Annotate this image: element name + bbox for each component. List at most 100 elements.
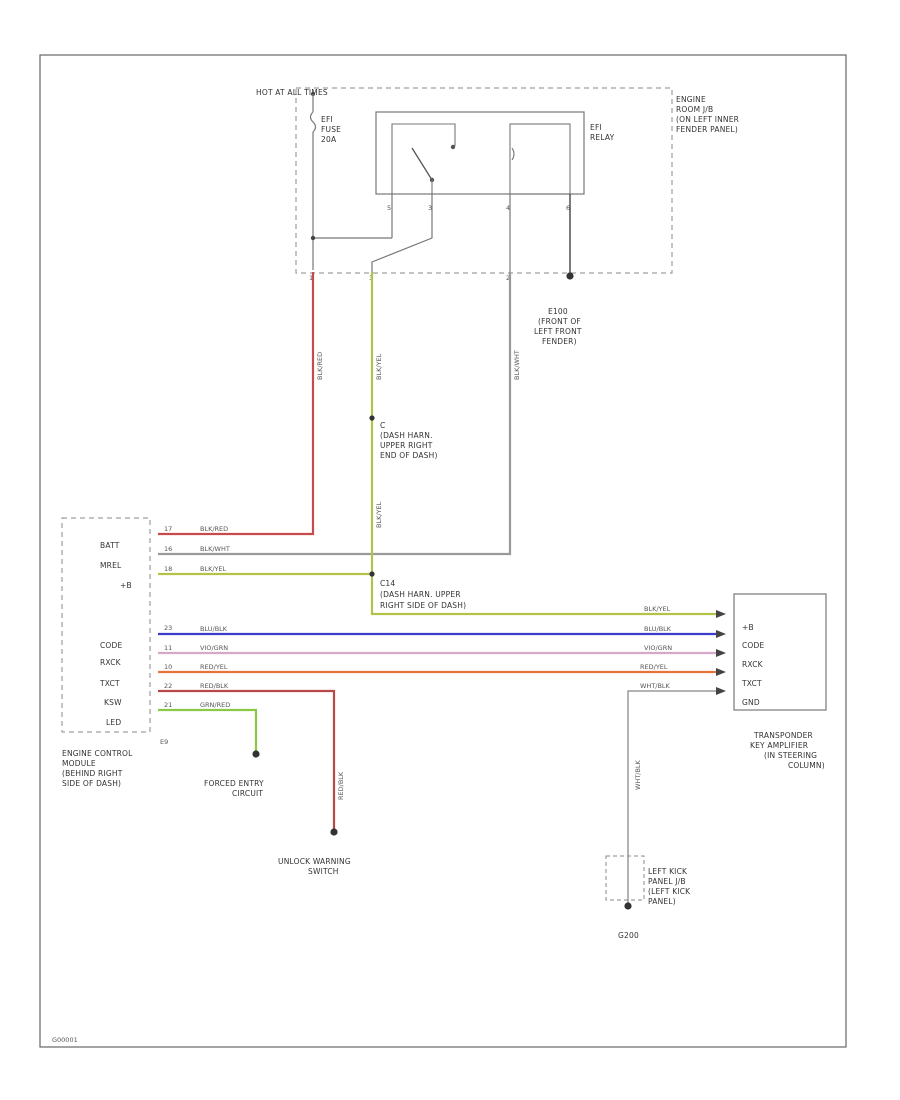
pin-number: 4 bbox=[506, 204, 510, 212]
wire-color-label: BLK/RED bbox=[316, 352, 324, 380]
ecm-pin-code: CODE bbox=[100, 641, 123, 650]
figure-id: G00001 bbox=[52, 1036, 78, 1044]
relay-switch-wire bbox=[391, 123, 456, 194]
pin-number: 3 bbox=[428, 204, 432, 212]
efi-relay-label: RELAY bbox=[590, 133, 615, 142]
forced-entry-label: FORCED ENTRY bbox=[204, 779, 264, 788]
ecm-pin-mrel: MREL bbox=[100, 561, 122, 570]
wire-color-label: BLK/RED bbox=[200, 525, 228, 533]
wire-color-label: BLK/YEL bbox=[375, 353, 383, 380]
pin-number: 2 bbox=[506, 274, 510, 282]
transponder-label: KEY AMPLIFIER bbox=[750, 741, 808, 750]
splice-c-location: UPPER RIGHT bbox=[380, 441, 433, 450]
transponder-pin-gnd: GND bbox=[742, 698, 760, 707]
ecm-pin-led: LED bbox=[106, 718, 121, 727]
ecm-label: MODULE bbox=[62, 759, 96, 768]
ground-g200-label: G200 bbox=[618, 931, 639, 940]
transponder-connector-arrows bbox=[716, 610, 726, 695]
ecm-connector-id: E9 bbox=[160, 738, 168, 746]
efi-fuse-label: EFI bbox=[321, 115, 333, 124]
transponder-pin-txct: TXCT bbox=[741, 679, 762, 688]
efi-fuse-label: FUSE bbox=[321, 125, 341, 134]
pin-number: 6 bbox=[566, 204, 570, 212]
splice-c14-location: (DASH HARN. UPPER bbox=[380, 590, 461, 599]
transponder-box bbox=[733, 593, 827, 711]
ecm-pin-txct: TXCT bbox=[99, 679, 120, 688]
ground-e100-location: LEFT FRONT bbox=[534, 327, 582, 336]
relay-contact bbox=[450, 144, 456, 150]
left-kick-jb-label: PANEL J/B bbox=[648, 877, 686, 886]
transponder-pin-b: +B bbox=[742, 623, 754, 632]
ground-e100-icon bbox=[566, 272, 574, 280]
diagram-frame bbox=[39, 54, 847, 1048]
ecm-pin-batt: BATT bbox=[100, 541, 120, 550]
wire-color-label: BLK/WHT bbox=[513, 350, 521, 380]
wire-color-label: BLU/BLK bbox=[644, 625, 672, 633]
engine-room-jb-location: FENDER PANEL) bbox=[676, 125, 738, 134]
ground-e100-location: (FRONT OF bbox=[538, 317, 581, 326]
transponder-pin-code: CODE bbox=[742, 641, 765, 650]
wire-color-label: BLK/YEL bbox=[375, 501, 383, 528]
wire-color-label: BLK/YEL bbox=[200, 565, 227, 573]
engine-room-jb-location: (ON LEFT INNER bbox=[676, 115, 739, 124]
pin-number: 1 bbox=[309, 274, 313, 282]
pin-number: 22 bbox=[164, 682, 172, 690]
splice-c14-node bbox=[369, 571, 375, 577]
pin-number: 21 bbox=[164, 701, 172, 709]
ground-g200-icon bbox=[624, 902, 632, 910]
wire-color-label: VIO/GRN bbox=[200, 644, 228, 652]
hot-at-all-times-label: HOT AT ALL TIMES bbox=[256, 88, 328, 97]
splice-c-id: C bbox=[380, 421, 385, 430]
ecm-label: ENGINE CONTROL bbox=[62, 749, 133, 758]
b-wire-transponder bbox=[370, 574, 716, 616]
batt-wire bbox=[158, 272, 315, 536]
engine-room-jb-box bbox=[295, 87, 673, 274]
gnd-wire bbox=[627, 690, 716, 906]
splice-c-location: (DASH HARN. bbox=[380, 431, 433, 440]
ecm-location: (BEHIND RIGHT bbox=[62, 769, 123, 778]
left-kick-jb-location: (LEFT KICK bbox=[648, 887, 691, 896]
pin-number: 18 bbox=[164, 565, 172, 573]
ground-e100-label: E100 bbox=[548, 307, 568, 316]
relay-switch-arm bbox=[411, 147, 433, 181]
transponder-location: COLUMN) bbox=[788, 761, 825, 770]
led-wire bbox=[158, 708, 258, 752]
efi-relay-box bbox=[375, 111, 585, 195]
efi-fuse-symbol bbox=[309, 111, 317, 133]
splice-c-location: END OF DASH) bbox=[380, 451, 438, 460]
wire-color-label: RED/YEL bbox=[640, 663, 668, 671]
ground-e100-location: FENDER) bbox=[542, 337, 577, 346]
engine-room-jb-label: ROOM J/B bbox=[676, 105, 713, 114]
ecm-pin-ksw: KSW bbox=[104, 698, 122, 707]
splice-c14-location: RIGHT SIDE OF DASH) bbox=[380, 601, 466, 610]
unlock-warning-label: UNLOCK WARNING bbox=[278, 857, 351, 866]
ecm-location: SIDE OF DASH) bbox=[62, 779, 121, 788]
wire-color-label: GRN/RED bbox=[200, 701, 230, 709]
relay-coil-symbol bbox=[511, 147, 515, 161]
pin-number: 17 bbox=[164, 525, 172, 533]
left-kick-jb-label: LEFT KICK bbox=[648, 867, 688, 876]
transponder-label: TRANSPONDER bbox=[753, 731, 813, 740]
engine-room-jb-label: ENGINE bbox=[676, 95, 706, 104]
mrel-wire bbox=[158, 272, 512, 556]
transponder-location: (IN STEERING bbox=[764, 751, 817, 760]
pin-number: 23 bbox=[164, 624, 172, 632]
efi-fuse-rating: 20A bbox=[321, 135, 337, 144]
wire-color-label: BLK/YEL bbox=[644, 605, 671, 613]
ksw-wire bbox=[158, 689, 336, 830]
ecm-box bbox=[61, 517, 151, 733]
b-wire-main bbox=[158, 272, 374, 576]
ecm-pin-rxck: RXCK bbox=[100, 658, 122, 667]
ecm-pin-b: +B bbox=[120, 581, 132, 590]
splice-c14-id: C14 bbox=[380, 579, 395, 588]
splice-c-node bbox=[369, 415, 375, 421]
left-kick-jb-location: PANEL) bbox=[648, 897, 676, 906]
unlock-warning-label: SWITCH bbox=[308, 867, 339, 876]
wire-color-label: WHT/BLK bbox=[640, 682, 671, 690]
wire-color-label: RED/BLK bbox=[337, 771, 345, 800]
wire-color-label: WHT/BLK bbox=[634, 759, 642, 790]
transponder-pin-rxck: RXCK bbox=[742, 660, 764, 669]
splice-node bbox=[310, 235, 316, 241]
unlock-warning-terminal bbox=[330, 828, 338, 836]
